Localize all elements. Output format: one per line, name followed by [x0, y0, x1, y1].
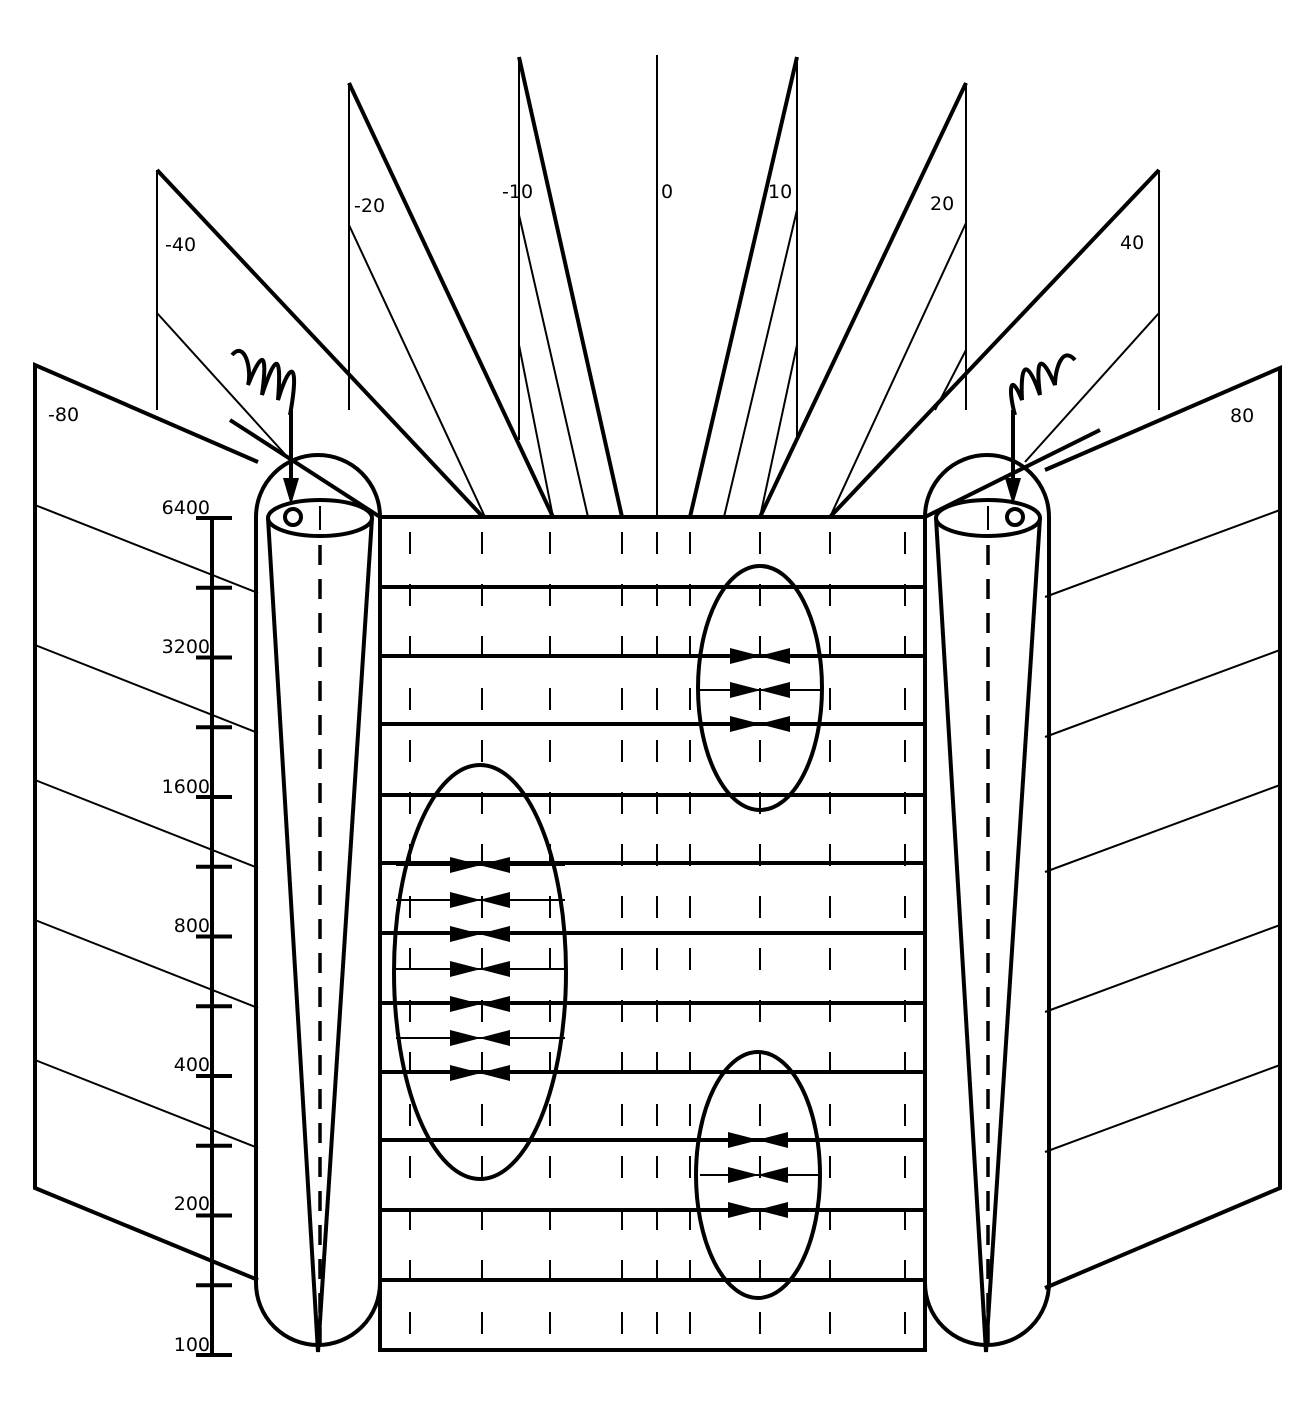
arrow-left-icon — [479, 926, 510, 942]
arrow-left-icon — [479, 1065, 510, 1081]
ellipses — [392, 564, 824, 1300]
wave-signal-icon — [1009, 353, 1077, 416]
depth-axis: 6400 3200 1600 800 400 200 100 — [162, 497, 232, 1357]
arrow-left-icon — [757, 1167, 788, 1183]
cone — [266, 517, 374, 1353]
angle-fan — [155, 55, 1161, 519]
panel-neg80-line — [34, 644, 259, 734]
panel-80-line — [1044, 649, 1281, 738]
panel-10-ray-thin — [759, 344, 798, 518]
wave-signal-icon — [230, 349, 297, 416]
angle-label-80: 80 — [1230, 405, 1254, 427]
panel-neg10-ray — [517, 56, 624, 518]
arrow-right-icon — [450, 857, 481, 873]
depth-label: 200 — [174, 1193, 210, 1215]
arrow-left-icon — [757, 1132, 788, 1148]
panel-20-ray — [758, 82, 968, 518]
panel-40-ray-thin — [1024, 312, 1160, 463]
focus-ellipse — [392, 763, 568, 1181]
panel-10-ray — [688, 56, 799, 518]
arrow-right-icon — [450, 961, 481, 977]
arrow-right-icon — [730, 648, 761, 664]
angle-label-20: 20 — [930, 193, 954, 215]
panel-neg20-ray — [347, 82, 555, 518]
arrow-left-icon — [759, 682, 790, 698]
arrow-right-icon — [730, 716, 761, 732]
angle-label-neg20: -20 — [354, 195, 385, 217]
panel-80-line — [1044, 509, 1281, 598]
panel-neg80-outline — [33, 361, 259, 1282]
arrow-right-icon — [730, 682, 761, 698]
arrow-left-icon — [759, 648, 790, 664]
arrow-left-icon — [479, 1030, 510, 1046]
depth-label: 3200 — [162, 636, 210, 658]
angle-label-10: 10 — [768, 181, 792, 203]
panel-20-ray-thin — [829, 222, 967, 518]
panel-80-line — [1044, 1064, 1281, 1153]
cone — [934, 517, 1042, 1353]
panel-80-line — [1044, 784, 1281, 873]
depth-label: 800 — [174, 915, 210, 937]
angle-label-neg10: -10 — [502, 181, 533, 203]
arrow-right-icon — [450, 926, 481, 942]
panel-neg80-line — [34, 504, 259, 594]
arrow-right-icon — [728, 1132, 759, 1148]
arrow-right-icon — [728, 1167, 759, 1183]
angle-label-neg40: -40 — [165, 234, 196, 256]
arrow-right-icon — [728, 1202, 759, 1218]
panel-neg40-base — [228, 418, 382, 519]
angle-label-40: 40 — [1120, 232, 1144, 254]
arrow-left-icon — [757, 1202, 788, 1218]
panel-neg10-ray-thin — [518, 344, 554, 518]
depth-label: 100 — [174, 1334, 210, 1356]
panel-neg80-line — [34, 1059, 259, 1149]
arrow-head-icon — [283, 478, 299, 505]
panel-neg20-ray-thin — [348, 224, 486, 518]
arrow-left-icon — [479, 961, 510, 977]
arrow-left-icon — [479, 857, 510, 873]
depth-label: 6400 — [162, 497, 210, 519]
arrow-right-icon — [450, 1065, 481, 1081]
arrow-right-icon — [450, 996, 481, 1012]
arrow-left-icon — [479, 996, 510, 1012]
arrow-right-icon — [450, 892, 481, 908]
arrow-head-icon — [1005, 478, 1021, 505]
panel-neg80-line — [34, 779, 259, 869]
cylinder-body — [254, 453, 382, 1347]
angle-label-0: 0 — [661, 181, 673, 203]
panel-80-outline — [1044, 364, 1282, 1290]
depth-label: 1600 — [162, 776, 210, 798]
panel-40-ray — [828, 168, 1161, 519]
angle-label-neg80: -80 — [48, 404, 79, 426]
depth-label: 400 — [174, 1054, 210, 1076]
source-circle-icon — [283, 507, 303, 527]
arrow-left-icon — [759, 716, 790, 732]
arrow-right-icon — [450, 1030, 481, 1046]
cylinders — [230, 349, 1077, 1353]
arrow-left-icon — [479, 892, 510, 908]
panel-neg40-ray-thin — [156, 312, 293, 463]
panel-80-line — [1044, 924, 1281, 1013]
panel-10-ray-thin — [723, 209, 798, 518]
focus-ellipse — [696, 564, 824, 812]
panel-neg40-ray — [155, 168, 485, 519]
panel-neg10-ray-thin — [518, 214, 589, 518]
angle-labels: -80 -40 -20 -10 0 10 20 40 80 — [48, 181, 1254, 427]
source-circle-icon — [1005, 507, 1025, 527]
panel-neg80-line — [34, 919, 259, 1009]
